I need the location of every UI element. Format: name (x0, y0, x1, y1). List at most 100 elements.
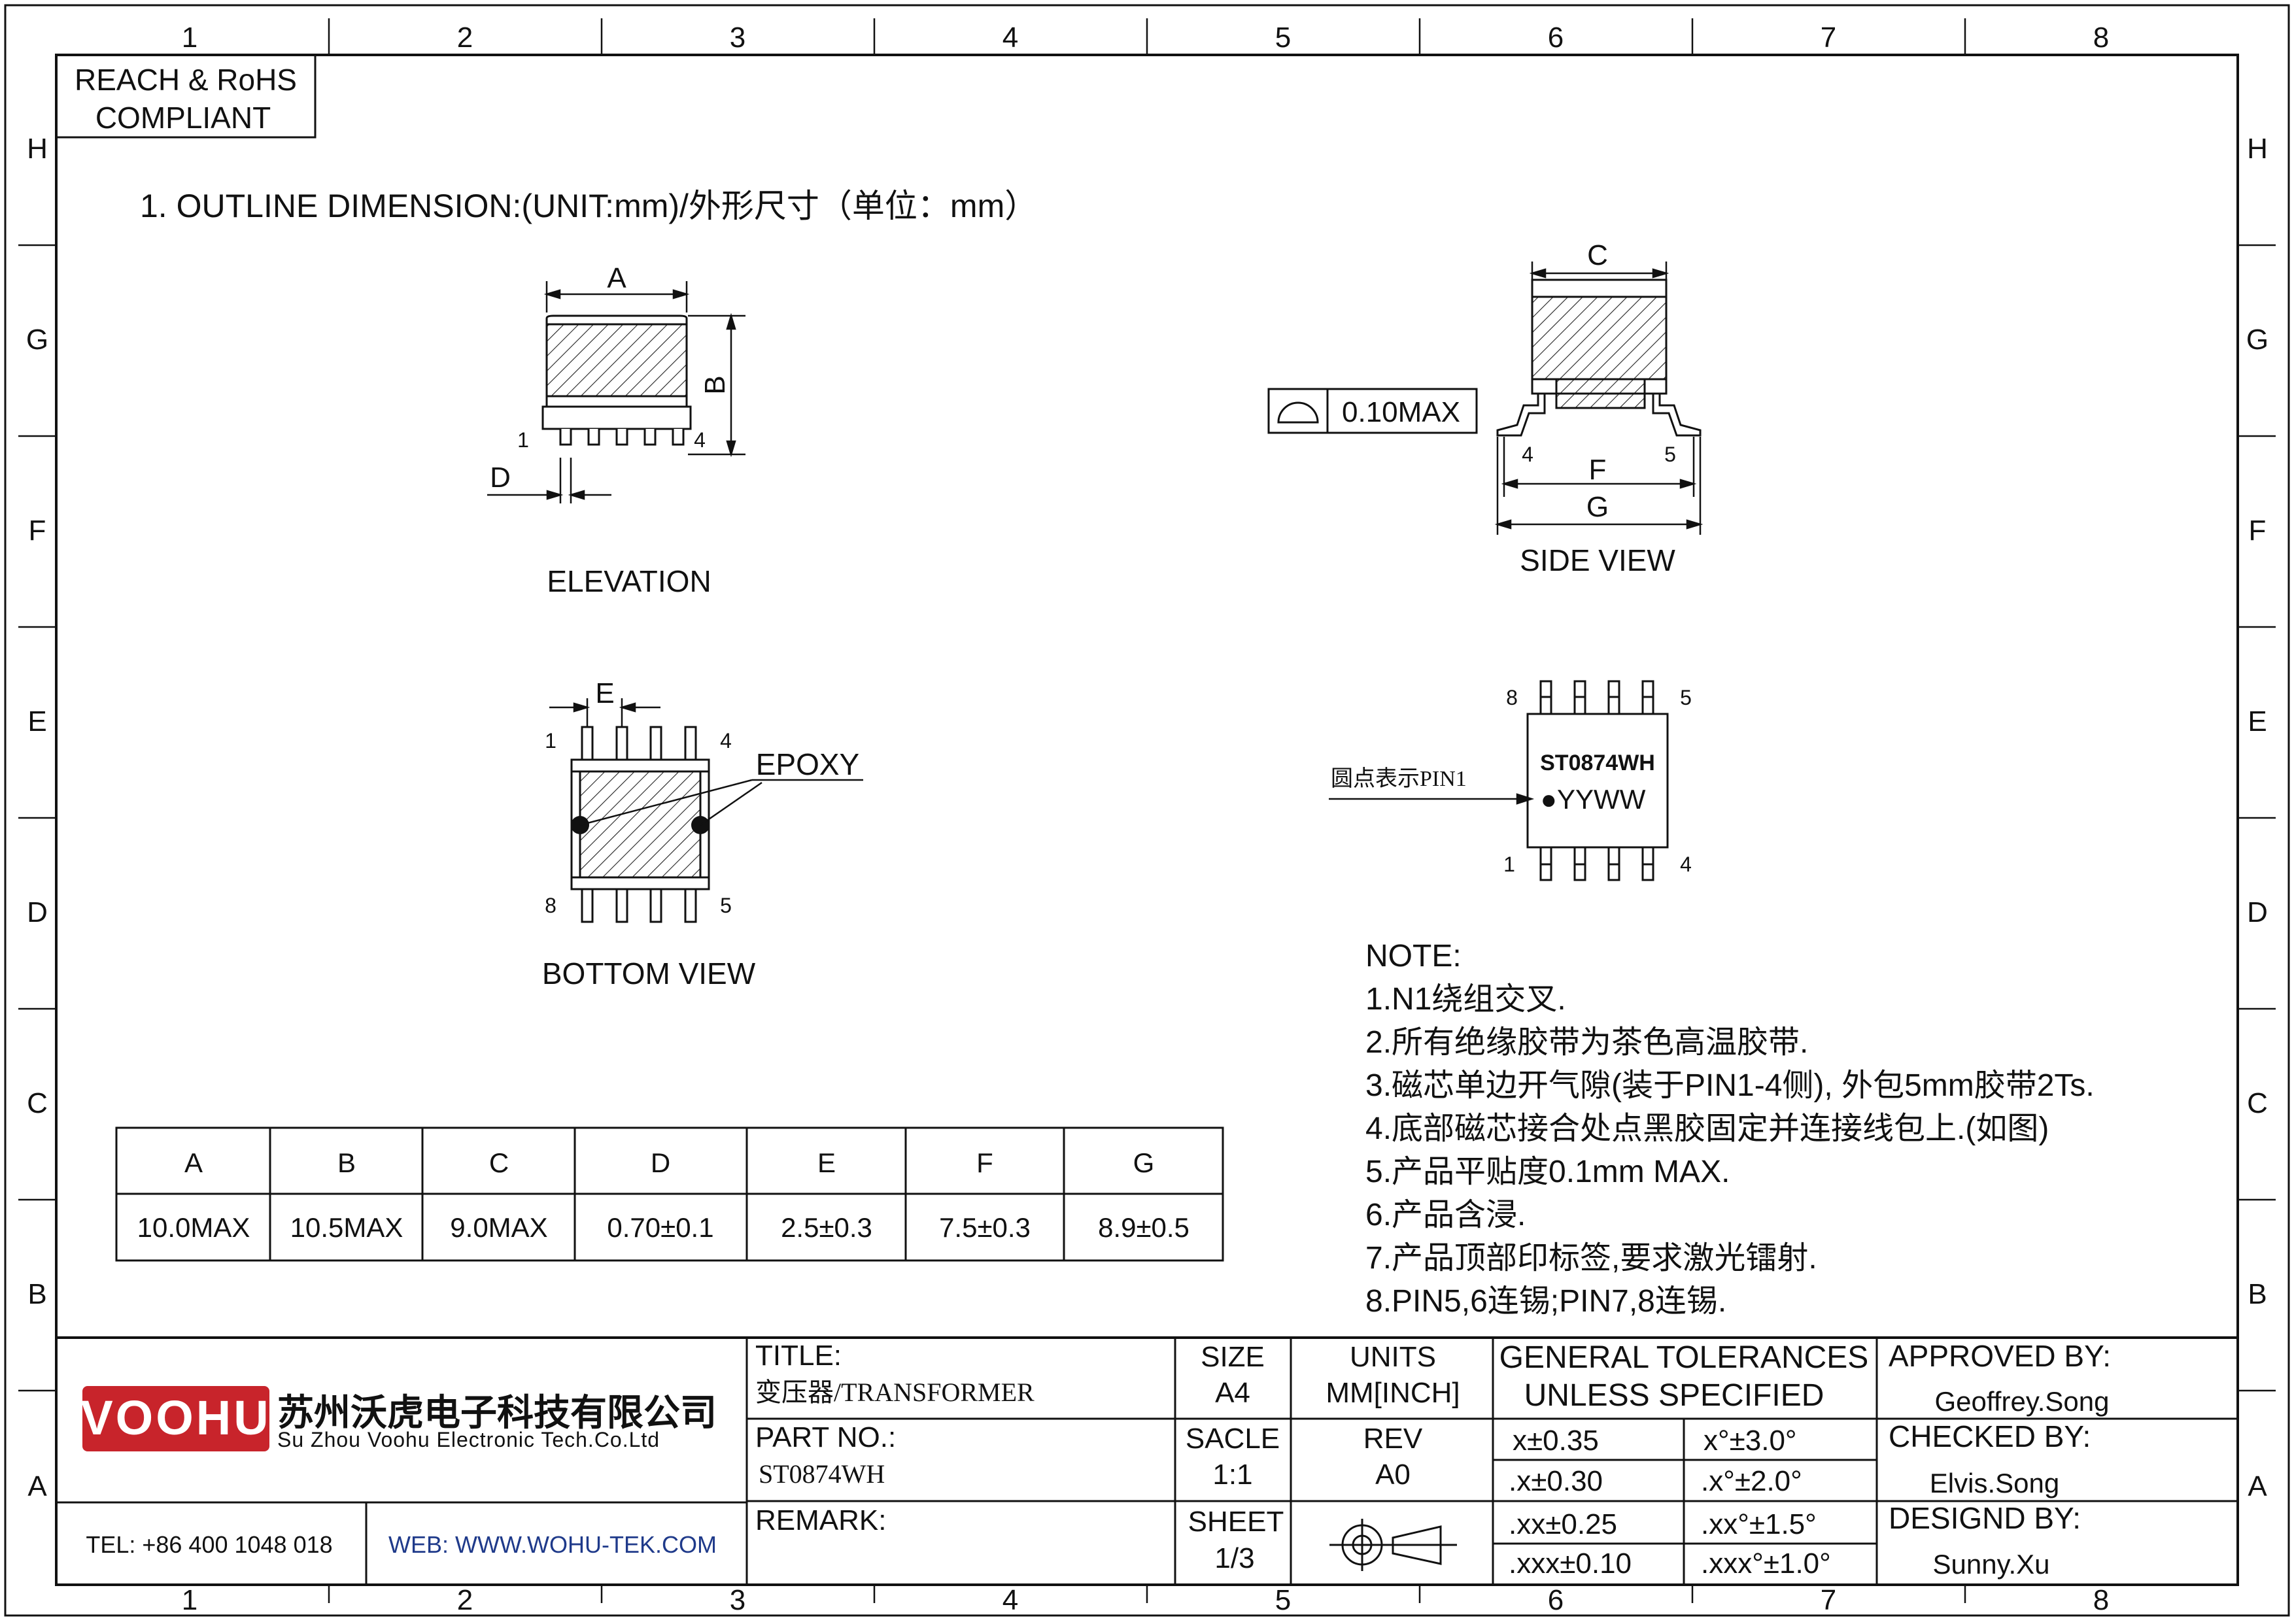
table-value-g: 8.9±0.5 (1098, 1212, 1190, 1243)
designed-label: DESIGND BY: (1889, 1501, 2081, 1535)
col-label-1: 1 (182, 22, 197, 54)
dim-label-a: A (607, 262, 626, 294)
table-value-c: 9.0MAX (450, 1212, 547, 1243)
row-label-f2: F (2249, 515, 2267, 547)
side-base (1531, 378, 1668, 395)
flatness-callout: 0.10MAX (1267, 388, 1478, 434)
side-core-top (1531, 279, 1668, 298)
side-view-title: SIDE VIEW (1520, 543, 1675, 577)
top-pin-8: 8 (1506, 686, 1518, 709)
bottom-view: E EPOXY 1 4 8 5 BOTTOM VIEW (542, 677, 863, 990)
col-label-8b: 8 (2093, 1584, 2109, 1616)
tolerance-linear-3: .xxx±0.10 (1509, 1548, 1632, 1580)
top-marking-part: ST0874WH (1540, 751, 1655, 775)
tolerance-linear-1: .x±0.30 (1509, 1465, 1603, 1497)
top-pin-4: 4 (1680, 853, 1692, 876)
bottom-pins-bottom (581, 888, 697, 923)
col-label-6b: 6 (1548, 1584, 1564, 1616)
row-label-c2: C (2247, 1087, 2268, 1119)
top-pins-lower (1539, 846, 1654, 881)
sheet-frame (4, 4, 2290, 1617)
top-pin-5: 5 (1680, 686, 1692, 709)
sheet-label: SHEET (1188, 1506, 1284, 1538)
elevation-base (541, 405, 692, 430)
note-8: 8.PIN5,6连锡;PIN7,8连锡. (1365, 1284, 1726, 1319)
row-label-d2: D (2247, 896, 2268, 928)
tolerance-linear-0: x±0.35 (1513, 1425, 1599, 1457)
note-6: 6.产品含浸. (1365, 1198, 1526, 1232)
row-label-b2: B (2248, 1278, 2267, 1310)
row-label-e: E (27, 705, 46, 737)
col-label-1b: 1 (182, 1584, 197, 1616)
elevation-pin-1: 1 (517, 428, 529, 452)
epoxy-label: EPOXY (756, 747, 860, 781)
table-value-b: 10.5MAX (290, 1212, 403, 1243)
frame-ticks (18, 18, 2276, 1603)
units-label: UNITS (1350, 1341, 1436, 1373)
scale-label: SACLE (1186, 1423, 1280, 1455)
top-marking-date: ●YYWW (1541, 784, 1646, 815)
note-2: 2.所有绝缘胶带为茶色高温胶带. (1365, 1025, 1808, 1060)
notes-title: NOTE: (1365, 939, 1462, 973)
tolerance-title-1: GENERAL TOLERANCES (1499, 1340, 1869, 1375)
side-pin-5: 5 (1664, 443, 1676, 466)
elevation-pin-4: 4 (694, 428, 706, 452)
units-value: MM[INCH] (1326, 1377, 1460, 1409)
compliance-line-2: COMPLIANT (95, 101, 271, 135)
dim-label-d: D (490, 462, 511, 494)
frame-row-labels: H G F E D C B A H G F E D C B A (26, 133, 2268, 1502)
row-label-a2: A (2248, 1470, 2267, 1502)
company-name-cn: 苏州沃虎电子科技有限公司 (277, 1392, 717, 1433)
col-label-5: 5 (1275, 22, 1291, 54)
col-label-5b: 5 (1275, 1584, 1291, 1616)
col-label-4: 4 (1002, 22, 1018, 54)
bottom-core (579, 770, 702, 879)
col-label-3: 3 (730, 22, 745, 54)
table-header-b: B (337, 1147, 356, 1178)
note-1: 1.N1绕组交叉. (1365, 982, 1566, 1017)
tolerance-linear-2: .xx±0.25 (1509, 1508, 1617, 1540)
bottom-pins-top (581, 726, 697, 761)
row-label-d: D (27, 896, 48, 928)
size-label: SIZE (1201, 1341, 1265, 1373)
tolerance-angle-2: .xx°±1.5° (1701, 1508, 1817, 1540)
side-winding (1531, 296, 1668, 381)
elevation-gap (545, 395, 688, 408)
table-value-f: 7.5±0.3 (939, 1212, 1031, 1243)
part-value: ST0874WH (759, 1459, 885, 1489)
note-5: 5.产品平贴度0.1mm MAX. (1365, 1155, 1730, 1189)
bottom-pin-5: 5 (720, 894, 732, 917)
compliance-line-1: REACH & RoHS (75, 63, 297, 97)
tolerance-title-2: UNLESS SPECIFIED (1524, 1378, 1824, 1413)
company-name-en: Su Zhou Voohu Electronic Tech.Co.Ltd (277, 1428, 660, 1451)
rev-value: A0 (1375, 1459, 1411, 1491)
side-leads (1496, 394, 1702, 437)
projection-symbol-icon (1329, 1519, 1457, 1571)
tolerance-angle-1: .x°±2.0° (1701, 1465, 1802, 1497)
dimension-table: A B C D E F G 10.0MAX 10.5MAX 9.0MAX 0.7… (115, 1126, 1224, 1262)
col-label-7: 7 (1821, 22, 1836, 54)
dim-label-f: F (1589, 454, 1607, 486)
bottom-pin-4: 4 (720, 729, 732, 753)
title-label: TITLE: (755, 1340, 842, 1372)
col-label-2b: 2 (457, 1584, 473, 1616)
designed-value: Sunny.Xu (1932, 1549, 2049, 1580)
table-header-g: G (1133, 1147, 1155, 1178)
bottom-pin-8: 8 (545, 894, 556, 917)
row-label-e2: E (2248, 705, 2267, 737)
title-value: 变压器/TRANSFORMER (755, 1378, 1035, 1407)
note-4: 4.底部磁芯接合处点黑胶固定并连接线包上.(如图) (1365, 1111, 2049, 1146)
size-value: A4 (1215, 1377, 1250, 1409)
top-pin-1: 1 (1503, 853, 1515, 876)
company-logo: VOOHU (80, 1386, 269, 1451)
dim-label-b: B (699, 375, 731, 394)
col-label-2: 2 (457, 22, 473, 54)
checked-value: Elvis.Song (1930, 1468, 2059, 1498)
notes: NOTE: 1.N1绕组交叉. 2.所有绝缘胶带为茶色高温胶带. 3.磁芯单边开… (1365, 939, 2095, 1319)
row-label-h: H (27, 133, 48, 165)
elevation-pins (559, 429, 685, 446)
row-label-c: C (27, 1087, 48, 1119)
flatness-value: 0.10MAX (1342, 396, 1460, 428)
top-body (1526, 713, 1669, 849)
